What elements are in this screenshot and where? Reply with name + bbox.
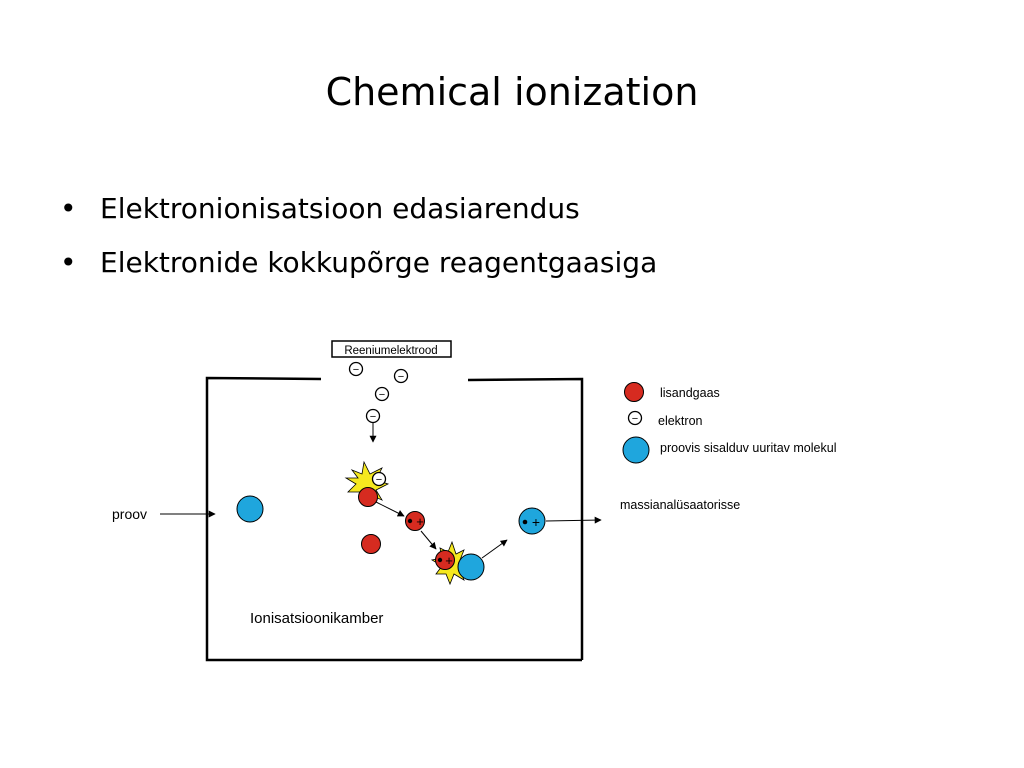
ion-symbol: + — [532, 514, 540, 530]
collision-1: − — [344, 460, 390, 507]
bullet-text: Elektronionisatsioon edasiarendus — [100, 192, 580, 225]
electron-symbol: − — [376, 474, 382, 486]
chamber-wall-right — [467, 377, 584, 660]
sample-label: proov — [112, 506, 147, 522]
bullet-text: Elektronide kokkupõrge reagentgaasiga — [100, 246, 658, 279]
bullet-list: • Elektronionisatsioon edasiarendus • El… — [60, 185, 657, 293]
path-arrow — [375, 501, 405, 517]
legend-reagent-label: lisandgaas — [660, 386, 720, 400]
sample-ion: + — [518, 507, 546, 535]
electron-icon — [371, 471, 387, 487]
electron-symbol: − — [353, 364, 359, 376]
reagent-molecule — [405, 511, 425, 531]
radical-dot-icon — [407, 518, 413, 524]
sample-molecule — [518, 507, 546, 535]
electron-stream: − − − − — [348, 361, 409, 443]
ion-symbol: + — [445, 553, 453, 568]
electrode-label-box — [331, 340, 452, 358]
electron-symbol: − — [632, 413, 638, 425]
reagent-molecule — [361, 534, 381, 554]
chamber-label: Ionisatsioonikamber — [250, 610, 383, 627]
ion-symbol: + — [416, 514, 424, 529]
slide-title: Chemical ionization — [325, 70, 699, 114]
ionization-chamber — [205, 376, 584, 662]
reagent-molecule — [435, 550, 455, 570]
legend-electron-label: elektron — [658, 414, 703, 428]
bullet-dot-icon: • — [60, 246, 77, 279]
electron-icon — [348, 361, 364, 377]
electrode-label: Reeniumelektrood — [344, 345, 437, 357]
radical-dot-icon — [522, 519, 528, 525]
legend-reagent-swatch — [624, 382, 644, 402]
legend-sample-swatch — [622, 436, 650, 464]
reagent-molecule — [358, 487, 378, 507]
legend-electron-swatch — [627, 410, 643, 426]
radical-dot-icon — [437, 557, 443, 563]
electron-icon — [374, 386, 390, 402]
electron-icon — [393, 368, 409, 384]
sample-molecule — [457, 553, 485, 581]
legend: lisandgaas − elektron proovis sisalduv u… — [622, 382, 836, 464]
sample-molecule — [236, 495, 264, 523]
output-label: massianalüsaatorisse — [620, 498, 740, 512]
bullet-item: • Elektronide kokkupõrge reagentgaasiga — [60, 239, 657, 293]
output-arrow — [545, 516, 602, 524]
bullet-dot-icon: • — [60, 192, 77, 225]
electron-symbol: − — [379, 389, 385, 401]
chamber-wall-left — [205, 376, 582, 662]
reagent-ion: + — [405, 511, 425, 531]
electron-symbol: − — [370, 411, 376, 423]
bullet-item: • Elektronionisatsioon edasiarendus — [60, 185, 657, 239]
legend-sample-label: proovis sisalduv uuritav molekul — [660, 441, 836, 455]
path-arrow — [420, 530, 437, 550]
electron-symbol: − — [398, 371, 404, 383]
electron-icon — [365, 408, 381, 424]
collision-2: + — [430, 540, 485, 586]
path-arrow — [481, 539, 508, 559]
